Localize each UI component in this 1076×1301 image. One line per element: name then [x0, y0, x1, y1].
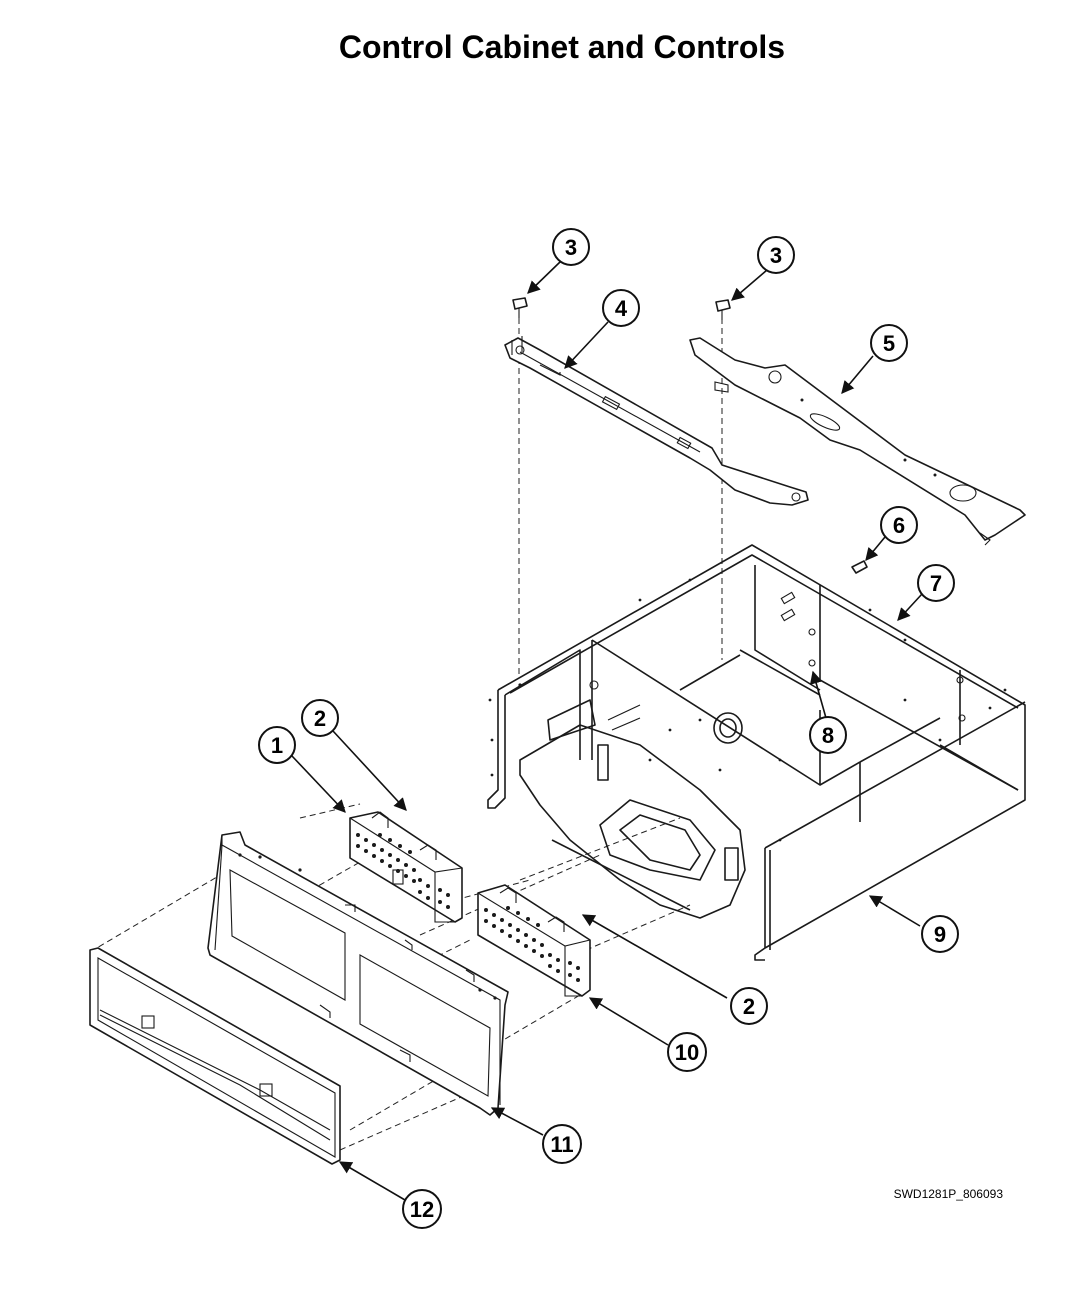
- callout-12: 12: [402, 1189, 442, 1229]
- top-cover: [689, 337, 1026, 546]
- callout-10-label: 10: [675, 1040, 699, 1065]
- callout-7: 7: [917, 564, 955, 602]
- callout-5-label: 5: [883, 331, 895, 356]
- control-cabinet: [487, 544, 1026, 961]
- callout-2-lower: 2: [730, 987, 768, 1025]
- diagram-title: Control Cabinet and Controls: [339, 29, 785, 65]
- callout-11: 11: [542, 1124, 582, 1164]
- screw-right: [715, 299, 731, 320]
- callout-5: 5: [870, 324, 908, 362]
- callout-3-left-label: 3: [565, 235, 577, 260]
- small-screw: [851, 560, 868, 574]
- callout-3-left: 3: [552, 228, 590, 266]
- keypad-board-upper: [349, 811, 463, 923]
- control-panel-glass: [89, 947, 341, 1165]
- callout-2-lower-label: 2: [743, 994, 755, 1019]
- callout-6: 6: [880, 506, 918, 544]
- callout-4: 4: [602, 289, 640, 327]
- support-bracket: [504, 336, 809, 506]
- callout-9-label: 9: [934, 922, 946, 947]
- callout-12-label: 12: [410, 1197, 434, 1222]
- callout-8: 8: [809, 716, 847, 754]
- callout-6-label: 6: [893, 513, 905, 538]
- drawing-code: SWD1281P_806093: [894, 1187, 1004, 1201]
- callout-8-label: 8: [822, 723, 834, 748]
- callout-9: 9: [921, 915, 959, 953]
- callout-4-label: 4: [615, 296, 628, 321]
- callout-1-label: 1: [271, 733, 283, 758]
- callout-3-right-label: 3: [770, 243, 782, 268]
- leader-lines: [291, 261, 923, 1201]
- keypad-board-lower: [477, 884, 591, 997]
- callout-1: 1: [258, 726, 296, 764]
- control-panel-frame: [207, 831, 509, 1116]
- callout-10: 10: [667, 1032, 707, 1072]
- callout-2-upper: 2: [301, 699, 339, 737]
- callout-7-label: 7: [930, 571, 942, 596]
- screw-left: [512, 297, 528, 318]
- callout-3-right: 3: [757, 236, 795, 274]
- callout-11-label: 11: [550, 1132, 573, 1157]
- callout-2-upper-label: 2: [314, 706, 326, 731]
